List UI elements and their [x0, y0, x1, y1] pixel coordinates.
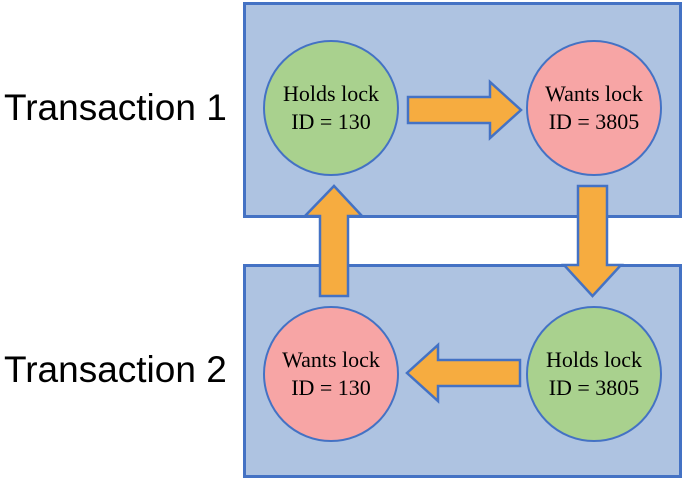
transaction1-label: Transaction 1: [4, 87, 227, 128]
node-id-text: ID = 130: [291, 109, 371, 134]
transaction2-label: Transaction 2: [4, 349, 227, 390]
node-t1-wants-lock-3805: Wants lock ID = 3805: [526, 40, 662, 176]
node-t1-holds-lock-130: Holds lock ID = 130: [263, 40, 399, 176]
node-id-text: ID = 3805: [548, 109, 640, 134]
node-t2-holds-lock-3805: Holds lock ID = 3805: [526, 306, 662, 442]
node-id-text: ID = 130: [291, 375, 371, 400]
node-title: Wants lock: [282, 347, 380, 372]
node-title: Holds lock: [546, 347, 642, 372]
node-t2-wants-lock-130: Wants lock ID = 130: [263, 306, 399, 442]
node-id-text: ID = 3805: [548, 375, 640, 400]
node-title: Holds lock: [283, 81, 379, 106]
node-title: Wants lock: [545, 81, 643, 106]
